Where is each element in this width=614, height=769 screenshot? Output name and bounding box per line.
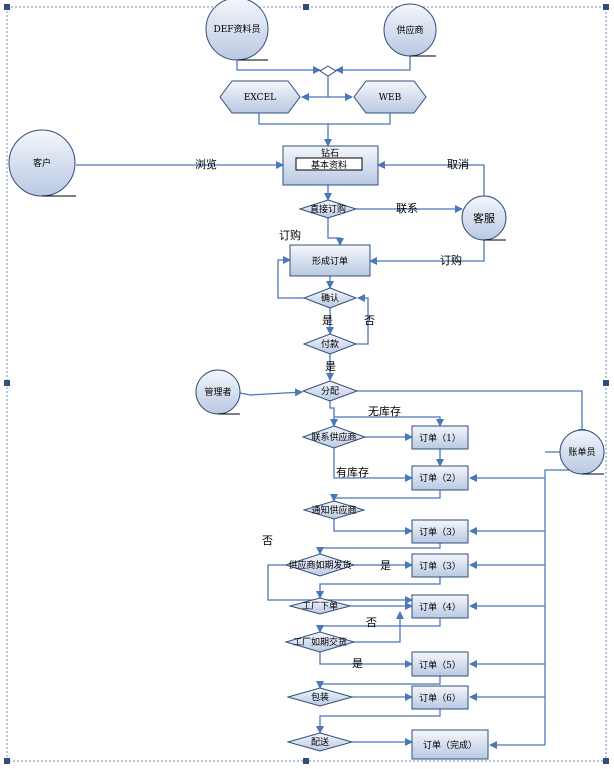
- customer-label: 客户: [33, 157, 51, 169]
- factory-deliver-decision[interactable]: 工厂如期交货: [284, 631, 356, 653]
- contact-supplier-decision[interactable]: 联系供应商: [301, 425, 367, 449]
- order-label-a: 订购: [279, 228, 301, 242]
- deliver-label: 配送: [311, 736, 329, 748]
- yes-label-2: 是: [325, 360, 336, 373]
- supplier-ship-label: 供应商如期发货: [288, 559, 351, 571]
- notify-supplier-label: 通知供应商: [311, 504, 356, 516]
- factory-order-label: 工厂下单: [302, 600, 338, 612]
- web-node[interactable]: WEB: [353, 80, 427, 114]
- pay-decision[interactable]: 付款: [302, 333, 358, 355]
- yes-label-3: 是: [380, 559, 391, 572]
- no-label-3: 否: [366, 616, 377, 629]
- factory-deliver-label: 工厂如期交货: [293, 636, 347, 648]
- contact-supplier-label: 联系供应商: [311, 431, 356, 443]
- junction-diamond: [319, 65, 337, 77]
- order-5-box[interactable]: 订单（5）: [411, 651, 469, 677]
- notify-supplier-decision[interactable]: 通知供应商: [302, 500, 366, 520]
- page-frame: [4, 4, 609, 764]
- order-done-box[interactable]: 订单（完成）: [411, 729, 489, 760]
- no-label-1: 否: [364, 314, 375, 327]
- order-3b-box[interactable]: 订单（3）: [411, 553, 469, 578]
- cancel-label: 取消: [447, 157, 469, 171]
- order-4-label: 订单（4）: [419, 601, 461, 613]
- order-done-label: 订单（完成）: [423, 739, 477, 751]
- def-db-node[interactable]: DEF资料员: [205, 0, 269, 61]
- yes-label-1: 是: [322, 314, 333, 327]
- browse-label: 浏览: [195, 157, 217, 171]
- order-4-box[interactable]: 订单（4）: [411, 594, 469, 619]
- assign-label: 分配: [321, 386, 339, 397]
- cs-label: 客服: [473, 211, 495, 225]
- supplier-label: 供应商: [396, 24, 423, 36]
- manager-label: 管理者: [204, 386, 231, 398]
- order-1-label: 订单（1）: [419, 432, 461, 444]
- accountant-node[interactable]: 账单员: [559, 429, 605, 475]
- deliver-decision[interactable]: 配送: [286, 732, 354, 752]
- supplier-ship-decision[interactable]: 供应商如期发货: [284, 553, 356, 577]
- order-5-label: 订单（5）: [419, 659, 461, 671]
- diamond-box-title: 钻石: [321, 147, 339, 159]
- confirm-label: 确认: [321, 292, 339, 304]
- no-stock-label: 无库存: [368, 404, 401, 418]
- direct-order-label: 直接订购: [310, 203, 346, 215]
- edge-labels: 浏览 取消 联系 订购 订购 是 否 是 无库存 有库存 否 是 否 是: [195, 157, 469, 670]
- order-6-label: 订单（6）: [419, 692, 461, 704]
- edges: [76, 46, 586, 749]
- direct-order-decision[interactable]: 直接订购: [298, 199, 358, 219]
- assign-decision[interactable]: 分配: [301, 380, 359, 402]
- contact-label: 联系: [396, 202, 418, 215]
- order-6-box[interactable]: 订单（6）: [411, 685, 469, 710]
- pay-label: 付款: [321, 338, 339, 350]
- basic-info-label: 基本资料: [311, 159, 347, 171]
- inspect-decision[interactable]: 包装: [286, 687, 354, 707]
- order-2-box[interactable]: 订单（2）: [411, 465, 469, 491]
- cs-node[interactable]: 客服: [461, 195, 507, 241]
- accountant-label: 账单员: [568, 446, 595, 458]
- manager-node[interactable]: 管理者: [195, 369, 241, 415]
- def-db-label: DEF资料员: [213, 23, 260, 35]
- order-3a-label: 订单（3）: [419, 526, 461, 538]
- order-3a-box[interactable]: 订单（3）: [411, 519, 469, 544]
- order-2-label: 订单（2）: [419, 472, 461, 484]
- form-order-box[interactable]: 形成订单: [289, 244, 371, 277]
- customer-node[interactable]: 客户: [8, 129, 76, 197]
- in-stock-label: 有库存: [336, 465, 369, 479]
- web-label: WEB: [379, 93, 402, 103]
- order-label-b: 订购: [440, 253, 462, 267]
- inspect-label: 包装: [311, 691, 329, 703]
- excel-node[interactable]: EXCEL: [219, 80, 301, 114]
- excel-label: EXCEL: [244, 93, 276, 103]
- yes-label-4: 是: [352, 657, 363, 670]
- order-3b-label: 订单（3）: [419, 560, 461, 572]
- diamond-box[interactable]: 钻石 基本资料: [282, 145, 379, 186]
- factory-order-decision[interactable]: 工厂下单: [288, 597, 352, 615]
- supplier-node[interactable]: 供应商: [383, 3, 437, 57]
- order-1-box[interactable]: 订单（1）: [411, 425, 469, 450]
- confirm-decision[interactable]: 确认: [302, 287, 358, 309]
- no-label-2: 否: [262, 534, 273, 547]
- form-order-label: 形成订单: [312, 255, 348, 267]
